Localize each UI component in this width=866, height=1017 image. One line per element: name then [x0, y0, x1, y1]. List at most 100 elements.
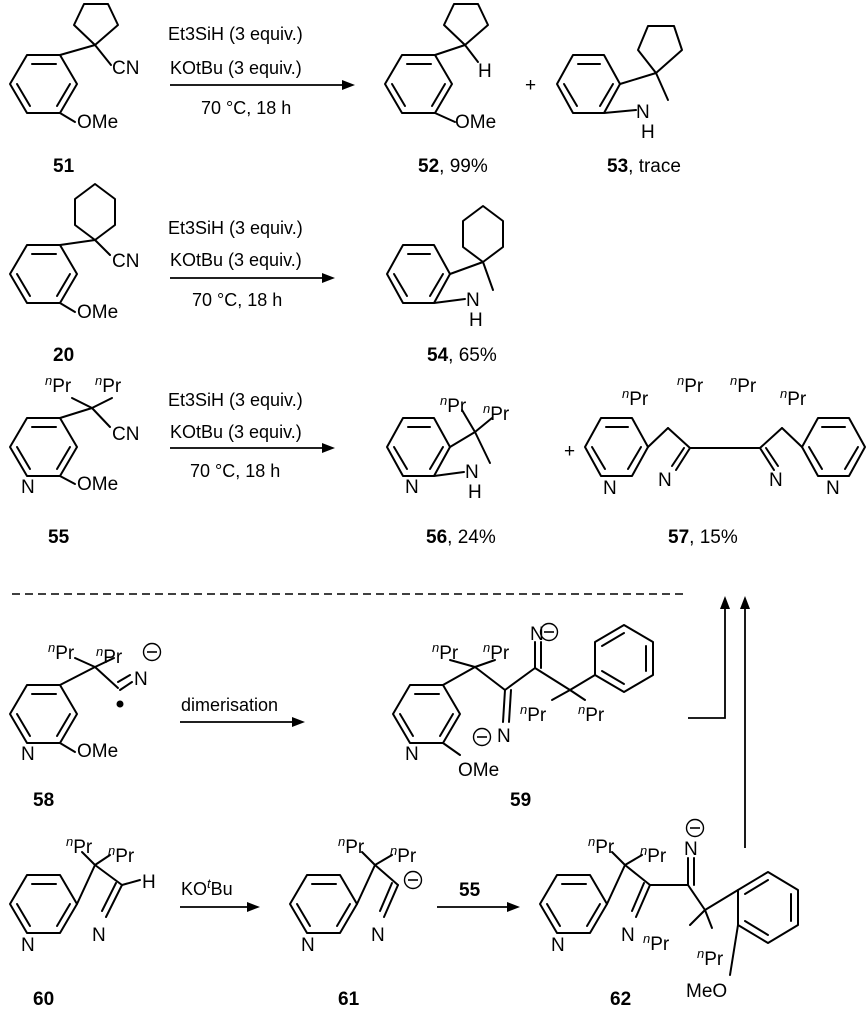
reaction-arrow-2 — [170, 273, 335, 283]
propyl-label: nPr — [440, 393, 467, 417]
compound-57-structure — [584, 417, 866, 477]
pyridine-nitrogen-label: N — [21, 477, 35, 498]
compound-20-structure — [9, 183, 116, 313]
nitrogen-label: N — [684, 839, 698, 860]
compound-label-57: 57, 15% — [668, 527, 738, 548]
compound-number-20: 20 — [53, 345, 74, 366]
methoxy-label: OMe — [458, 760, 499, 781]
pyridine-nitrogen-label: N — [301, 935, 315, 956]
negative-charge-circle — [142, 642, 162, 662]
propyl-label: nPr — [483, 401, 510, 425]
reagent-base-2: KOtBu (3 equiv.) — [170, 250, 302, 270]
propyl-label: nPr — [338, 834, 365, 858]
hydrogen-label: H — [478, 61, 492, 82]
nitrogen-label: N — [636, 102, 650, 123]
reaction-arrow-3 — [170, 443, 335, 453]
hydrogen-label: H — [641, 122, 655, 143]
propyl-label: nPr — [483, 640, 510, 664]
pyridine-nitrogen-label: N — [826, 478, 840, 499]
compound-58-structure — [9, 657, 133, 753]
propyl-label: nPr — [95, 373, 122, 397]
compound-number-60: 60 — [33, 989, 54, 1010]
compound-number-62: 62 — [610, 989, 631, 1010]
propyl-label: nPr — [578, 702, 605, 726]
pathway-arrow-to-57 — [688, 596, 730, 719]
compound-number-61: 61 — [338, 989, 360, 1010]
reagent-base-1: KOtBu (3 equiv.) — [170, 58, 302, 78]
compound-55-structure — [9, 397, 113, 485]
negative-charge-circle — [685, 818, 705, 838]
nitrile-label: CN — [112, 424, 139, 445]
methoxy-label: OMe — [455, 112, 496, 133]
hydrogen-label: H — [468, 482, 482, 503]
compound-56-structure — [386, 409, 493, 477]
pyridine-nitrogen-label: N — [21, 744, 35, 765]
compound-number-51: 51 — [53, 156, 75, 177]
pyridine-nitrogen-label: N — [551, 935, 565, 956]
propyl-label: nPr — [677, 373, 704, 397]
reagent-silane-2: Et3SiH (3 equiv.) — [168, 218, 303, 238]
hydrogen-label: H — [469, 310, 483, 331]
compound-label-56: 56, 24% — [426, 527, 496, 548]
imine-nitrogen-label: N — [371, 925, 385, 946]
propyl-label: nPr — [643, 931, 670, 955]
nitrogen-label: N — [466, 290, 480, 311]
conditions-3: 70 °C, 18 h — [190, 461, 280, 481]
propyl-label: nPr — [588, 834, 615, 858]
compound-53-structure — [556, 25, 683, 114]
imine-nitrogen-label: N — [621, 925, 635, 946]
pyridine-nitrogen-label: N — [405, 477, 419, 498]
negative-charge-circle — [472, 727, 492, 747]
hydrogen-label: H — [142, 872, 156, 893]
compound-62-structure — [539, 851, 799, 976]
compound-51-structure — [9, 3, 119, 123]
propyl-label: nPr — [780, 386, 807, 410]
pathway-arrow-62-to-57 — [740, 596, 750, 848]
imine-nitrogen-label: N — [769, 470, 783, 491]
reagent-silane-1: Et3SiH (3 equiv.) — [168, 24, 303, 44]
propyl-label: nPr — [390, 843, 417, 867]
compound-label-53: 53, trace — [607, 156, 681, 177]
compound-label-54: 54, 65% — [427, 345, 497, 366]
dimerisation-label: dimerisation — [181, 695, 278, 715]
nitrogen-label: N — [134, 669, 148, 690]
plus-sign: + — [525, 75, 536, 96]
imine-nitrogen-label: N — [658, 470, 672, 491]
methoxy-label: OMe — [77, 302, 118, 323]
negative-charge-circle — [403, 870, 423, 890]
propyl-label: nPr — [520, 702, 547, 726]
methoxy-label: MeO — [686, 981, 727, 1002]
dimerisation-arrow — [180, 717, 305, 727]
propyl-label: nPr — [108, 843, 135, 867]
addition-arrow — [437, 902, 520, 912]
negative-charge-circle — [539, 622, 559, 642]
reagent-base-3: KOtBu (3 equiv.) — [170, 422, 302, 442]
nitrile-label: CN — [112, 251, 139, 272]
propyl-label: nPr — [697, 946, 724, 970]
methoxy-label: OMe — [77, 474, 118, 495]
propyl-label: nPr — [66, 834, 93, 858]
pyridine-nitrogen-label: N — [405, 744, 419, 765]
compound-number-59: 59 — [510, 790, 531, 811]
reaction-arrow-1 — [170, 80, 355, 90]
propyl-label: nPr — [622, 386, 649, 410]
compound-number-58: 58 — [33, 790, 54, 811]
propyl-label: nPr — [640, 843, 667, 867]
nitrogen-label: N — [497, 726, 511, 747]
conditions-2: 70 °C, 18 h — [192, 290, 282, 310]
pyridine-nitrogen-label: N — [21, 935, 35, 956]
compound-61-structure — [289, 851, 399, 934]
compound-number-55: 55 — [48, 527, 70, 548]
imine-nitrogen-label: N — [92, 925, 106, 946]
deprotonation-arrow — [180, 902, 260, 912]
base-label: KOtBu — [181, 876, 233, 899]
conditions-1: 70 °C, 18 h — [201, 98, 291, 118]
propyl-label: nPr — [48, 640, 75, 664]
compound-54-structure — [386, 205, 504, 304]
propyl-label: nPr — [730, 373, 757, 397]
nitrile-label: CN — [112, 58, 139, 79]
reagent-silane-3: Et3SiH (3 equiv.) — [168, 390, 303, 410]
compound-52-structure — [384, 3, 489, 123]
methoxy-label: OMe — [77, 112, 118, 133]
pyridine-nitrogen-label: N — [603, 478, 617, 499]
